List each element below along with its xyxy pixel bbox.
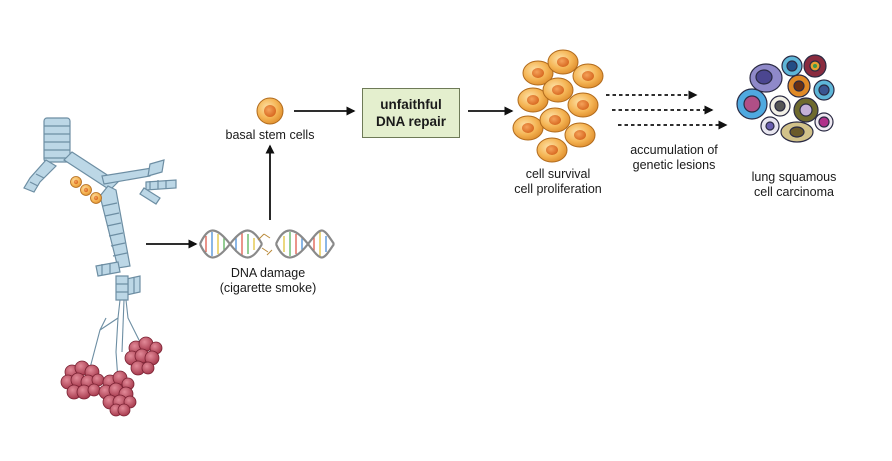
- terminal-bronchioles: [89, 299, 143, 381]
- label-basal-stem-cells: basal stem cells: [215, 128, 325, 143]
- dna-double-helix-illustration: [198, 229, 335, 259]
- label-survival-line2: cell proliferation: [514, 182, 602, 196]
- repair-box-line2: DNA repair: [375, 114, 447, 129]
- left-lower-branch: [95, 261, 121, 277]
- descending-bronchus: [99, 185, 131, 269]
- label-carcinoma-line1: lung squamous: [751, 170, 837, 184]
- label-cell-survival-proliferation: cell survival cell proliferation: [498, 167, 618, 197]
- right-upper-branch: [101, 167, 153, 185]
- process-arrows: [146, 90, 728, 249]
- alveoli-cluster-left: [60, 360, 105, 400]
- label-carcinoma-line2: cell carcinoma: [754, 185, 834, 199]
- label-lung-squamous-cell-carcinoma: lung squamous cell carcinoma: [738, 170, 850, 200]
- proliferating-cells-cluster: [512, 49, 604, 163]
- airway-tree-illustration: [23, 117, 177, 301]
- label-basal-stem-cells-text: basal stem cells: [225, 128, 315, 142]
- trachea: [43, 117, 71, 163]
- label-accumulation-line1: accumulation of: [630, 143, 718, 157]
- repair-box-line1: unfaithful: [380, 97, 442, 112]
- basal-stem-cell: [256, 97, 284, 125]
- bronchus-rings: [102, 202, 128, 257]
- dna-base-pairs: [205, 232, 327, 256]
- carcinoma-cells-cluster: [736, 54, 835, 143]
- label-accumulation-genetic-lesions: accumulation of genetic lesions: [616, 143, 732, 173]
- right-lower-stub: [139, 187, 161, 205]
- alveoli-clusters: [60, 336, 163, 417]
- label-dna-damage-line2: (cigarette smoke): [219, 281, 317, 295]
- alveoli-cluster-center: [98, 370, 137, 417]
- label-dna-damage: DNA damage (cigarette smoke): [200, 266, 336, 296]
- unfaithful-dna-repair-box: unfaithful DNA repair: [362, 88, 460, 138]
- alveoli-cluster-right: [124, 336, 163, 376]
- label-survival-line1: cell survival: [525, 167, 591, 181]
- trachea-rings: [44, 125, 70, 159]
- label-dna-damage-line1: DNA damage: [230, 266, 306, 280]
- dashed-arrows-accumulation: [606, 90, 728, 130]
- airway-basal-cells: [70, 176, 102, 204]
- dna-backbones: [198, 229, 335, 259]
- label-accumulation-line2: genetic lesions: [632, 158, 716, 172]
